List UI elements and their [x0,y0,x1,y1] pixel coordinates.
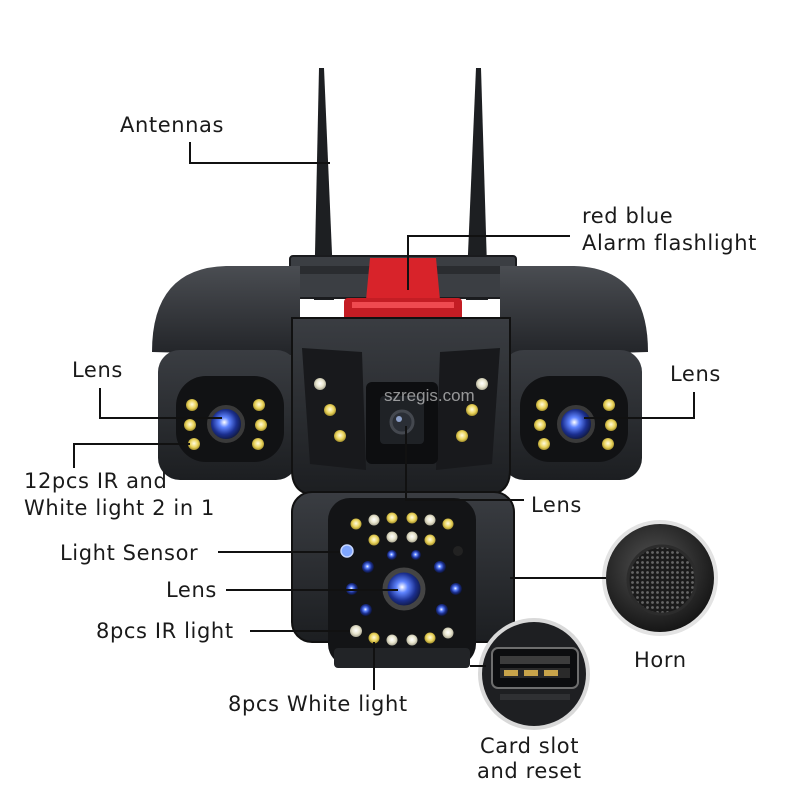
antenna-left [314,68,334,300]
label-lens-lower: Lens [166,578,217,602]
horn-inset [602,520,718,636]
leader-antennas [189,142,330,164]
label-light-sensor: Light Sensor [60,541,199,565]
lower-bottom-led-row [350,625,454,646]
left-camera [152,266,300,480]
leader-ir [73,443,190,468]
leader-lines [73,142,695,690]
leader-lens-right [584,392,695,419]
lower-camera [291,491,515,668]
left-led-cluster [184,399,267,450]
label-card-line2: and reset [477,759,582,783]
label-lens-right: Lens [670,362,721,386]
label-alarm-line2: Alarm flashlight [582,231,757,255]
lower-ir-ring [346,550,462,616]
right-camera [500,266,648,480]
watermark-text: szregis.com [384,386,475,405]
right-led-cluster [534,399,617,450]
label-ir-8: 8pcs IR light [96,619,234,643]
horn-speaker-icon [626,544,698,616]
label-ir-line1: 12pcs IR and [24,469,168,493]
card-slot-inset [478,618,590,730]
antenna-right [466,68,488,300]
antennas-group [314,68,488,300]
leader-lens-center [405,426,524,501]
light-sensor-icon [340,544,354,558]
label-horn: Horn [634,648,687,672]
left-lens-icon [207,405,245,443]
leader-lens-left [99,388,222,419]
right-lens-icon [557,405,595,443]
lower-top-led-row [350,512,454,546]
label-alarm-line1: red blue [582,204,674,228]
body-led-strips [314,378,488,442]
center-lens-icon [389,409,415,435]
label-white-8: 8pcs White light [228,692,408,716]
label-lens-left: Lens [72,358,123,382]
leader-alarm [407,235,570,290]
label-lens-center: Lens [531,493,582,517]
label-antennas: Antennas [120,113,225,137]
central-body [291,317,511,496]
label-ir-line2: White light 2 in 1 [24,496,215,520]
label-card-line1: Card slot [480,734,580,758]
